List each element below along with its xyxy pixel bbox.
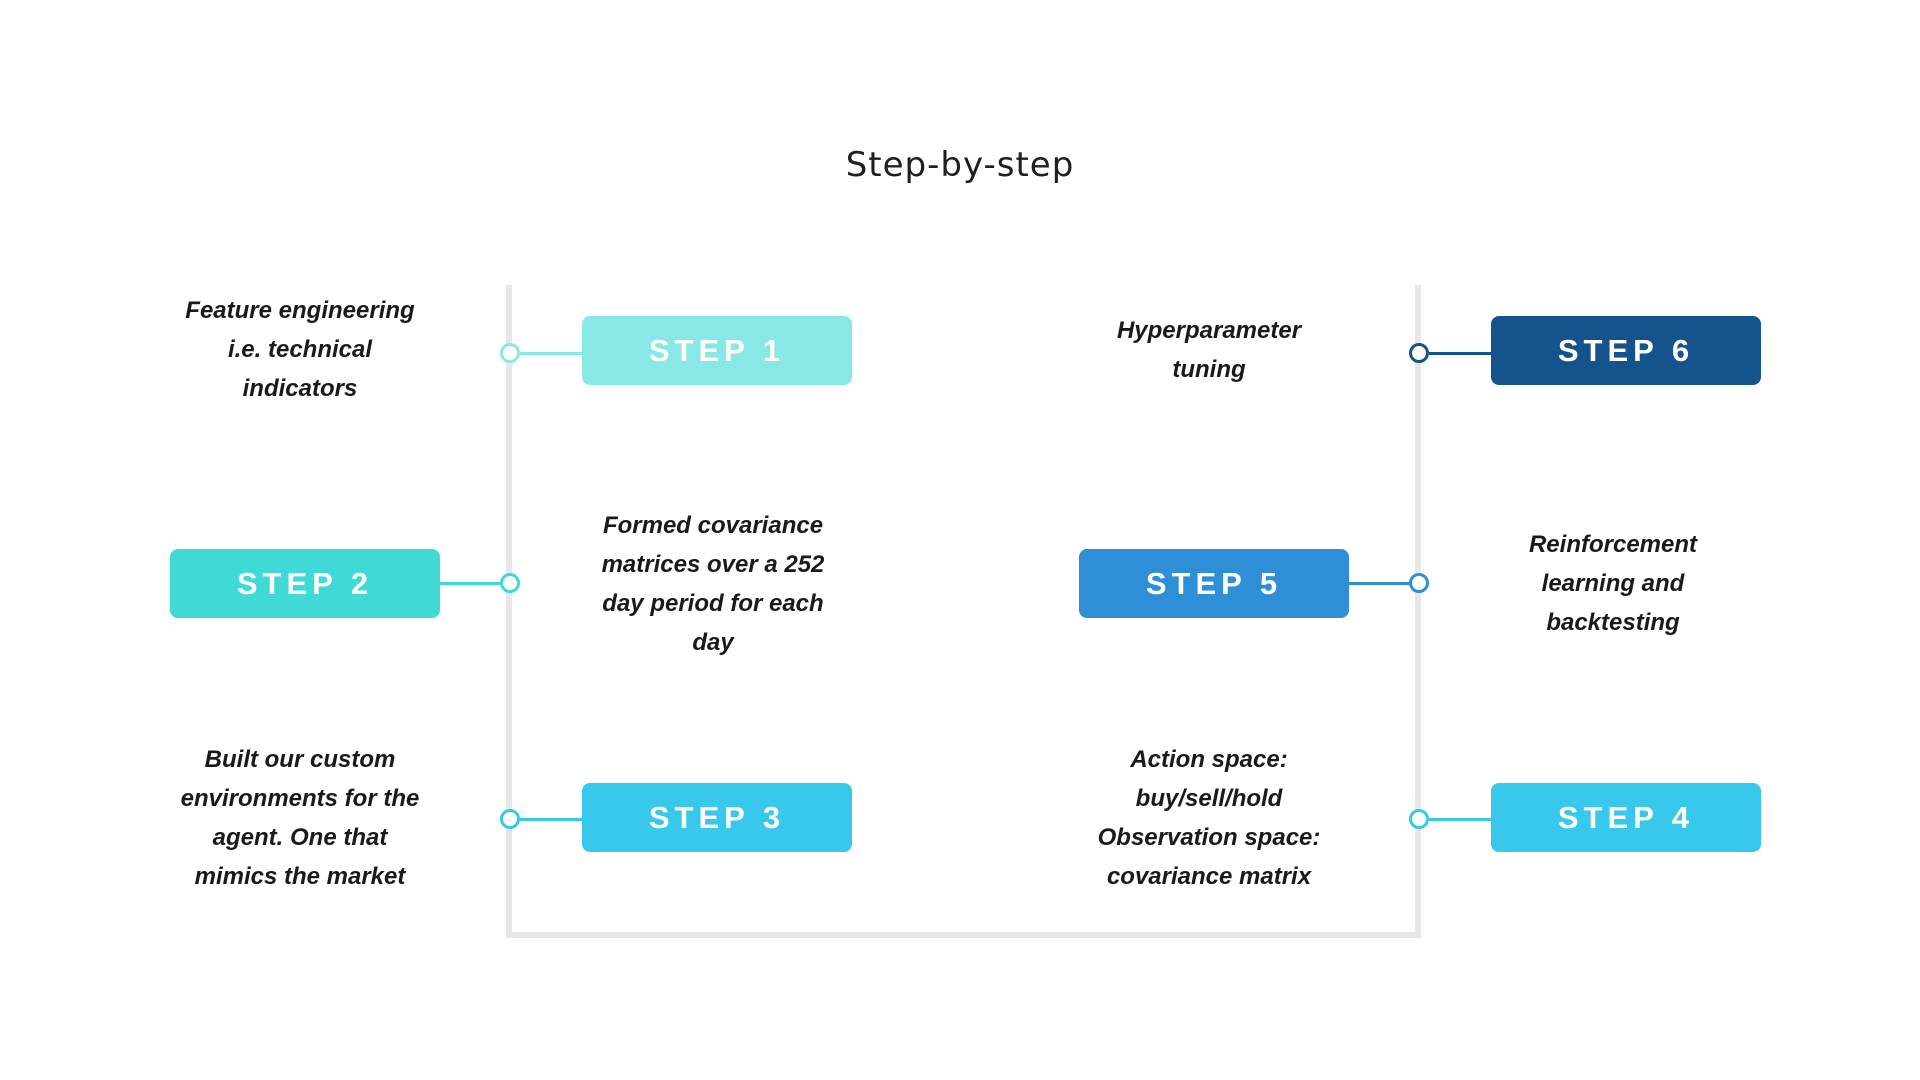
step-6-desc-line: Hyperparameter: [1116, 317, 1302, 344]
step-2-node: [500, 573, 520, 593]
step-3-label: STEP 3: [648, 799, 786, 835]
step-4-description: Action space: buy/sell/hold Observation …: [1059, 740, 1359, 896]
step-1-node: [500, 343, 520, 363]
step-4-desc-line: Action space:: [1130, 746, 1288, 773]
step-1-desc-line: Feature engineering: [185, 297, 415, 324]
step-2-desc-line: day period for each: [602, 590, 824, 617]
step-4-label: STEP 4: [1557, 799, 1695, 835]
timeline-frame: [506, 285, 1421, 938]
step-3-desc-line: mimics the market: [194, 863, 406, 890]
step-6-label: STEP 6: [1557, 332, 1695, 368]
step-1-description: Feature engineering i.e. technical indic…: [150, 291, 450, 408]
step-2-desc-line: Formed covariance: [602, 512, 824, 539]
step-4-desc-line: buy/sell/hold: [1135, 785, 1283, 812]
step-3-description: Built our custom environments for the ag…: [150, 740, 450, 896]
step-2-desc-line: day: [692, 629, 734, 656]
step-4-desc-line: Observation space:: [1097, 824, 1321, 851]
step-2-desc-line: matrices over a 252: [601, 551, 825, 578]
step-1-connector: [520, 352, 582, 355]
step-6-node: [1409, 343, 1429, 363]
step-5-connector: [1349, 582, 1411, 585]
step-4-node: [1409, 809, 1429, 829]
step-5-label: STEP 5: [1145, 565, 1283, 601]
step-1-desc-line: i.e. technical: [227, 336, 373, 363]
step-5-node: [1409, 573, 1429, 593]
step-3-desc-line: Built our custom: [204, 746, 396, 773]
step-1-desc-line: indicators: [242, 375, 358, 402]
step-4-connector: [1429, 818, 1491, 821]
step-1-label: STEP 1: [648, 332, 786, 368]
diagram-title: Step-by-step: [845, 145, 1075, 185]
step-5-desc-line: learning and: [1541, 570, 1685, 597]
step-2-connector: [440, 582, 502, 585]
step-6-description: Hyperparameter tuning: [1059, 311, 1359, 389]
step-4-box: STEP 4: [1491, 783, 1761, 852]
step-3-connector: [520, 818, 582, 821]
step-5-box: STEP 5: [1079, 549, 1349, 618]
step-6-connector: [1429, 352, 1491, 355]
step-6-box: STEP 6: [1491, 316, 1761, 385]
step-3-box: STEP 3: [582, 783, 852, 852]
step-5-desc-line: backtesting: [1546, 609, 1680, 636]
step-2-box: STEP 2: [170, 549, 440, 618]
step-3-desc-line: agent. One that: [212, 824, 388, 851]
step-4-desc-line: covariance matrix: [1106, 863, 1312, 890]
step-2-description: Formed covariance matrices over a 252 da…: [563, 506, 863, 662]
step-5-desc-line: Reinforcement: [1528, 531, 1698, 558]
step-6-desc-line: tuning: [1172, 356, 1246, 383]
step-5-description: Reinforcement learning and backtesting: [1463, 525, 1763, 642]
step-2-label: STEP 2: [236, 565, 374, 601]
step-3-node: [500, 809, 520, 829]
step-3-desc-line: environments for the: [180, 785, 420, 812]
step-1-box: STEP 1: [582, 316, 852, 385]
